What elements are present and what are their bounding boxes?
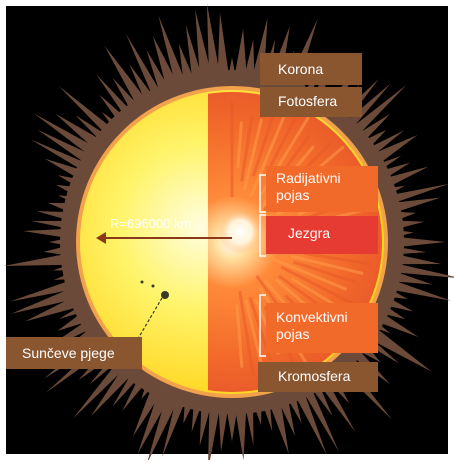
label-fotosfera: Fotosfera — [260, 87, 362, 117]
core-glow — [218, 210, 262, 254]
sunspot — [141, 281, 144, 284]
radius-label: R=696000 km — [110, 216, 191, 231]
label-jezgra: Jezgra — [266, 216, 378, 254]
label-konvektivni-pojas: Konvektivni pojas — [266, 303, 378, 353]
label-kromosfera: Kromosfera — [258, 362, 378, 392]
label-radijativni-pojas: Radijativni pojas — [266, 166, 378, 212]
sunspot — [152, 285, 155, 288]
label-sunceve-pjege: Sunčeve pjege — [6, 337, 142, 369]
sunspot — [161, 291, 169, 299]
label-korona: Korona — [260, 53, 362, 85]
